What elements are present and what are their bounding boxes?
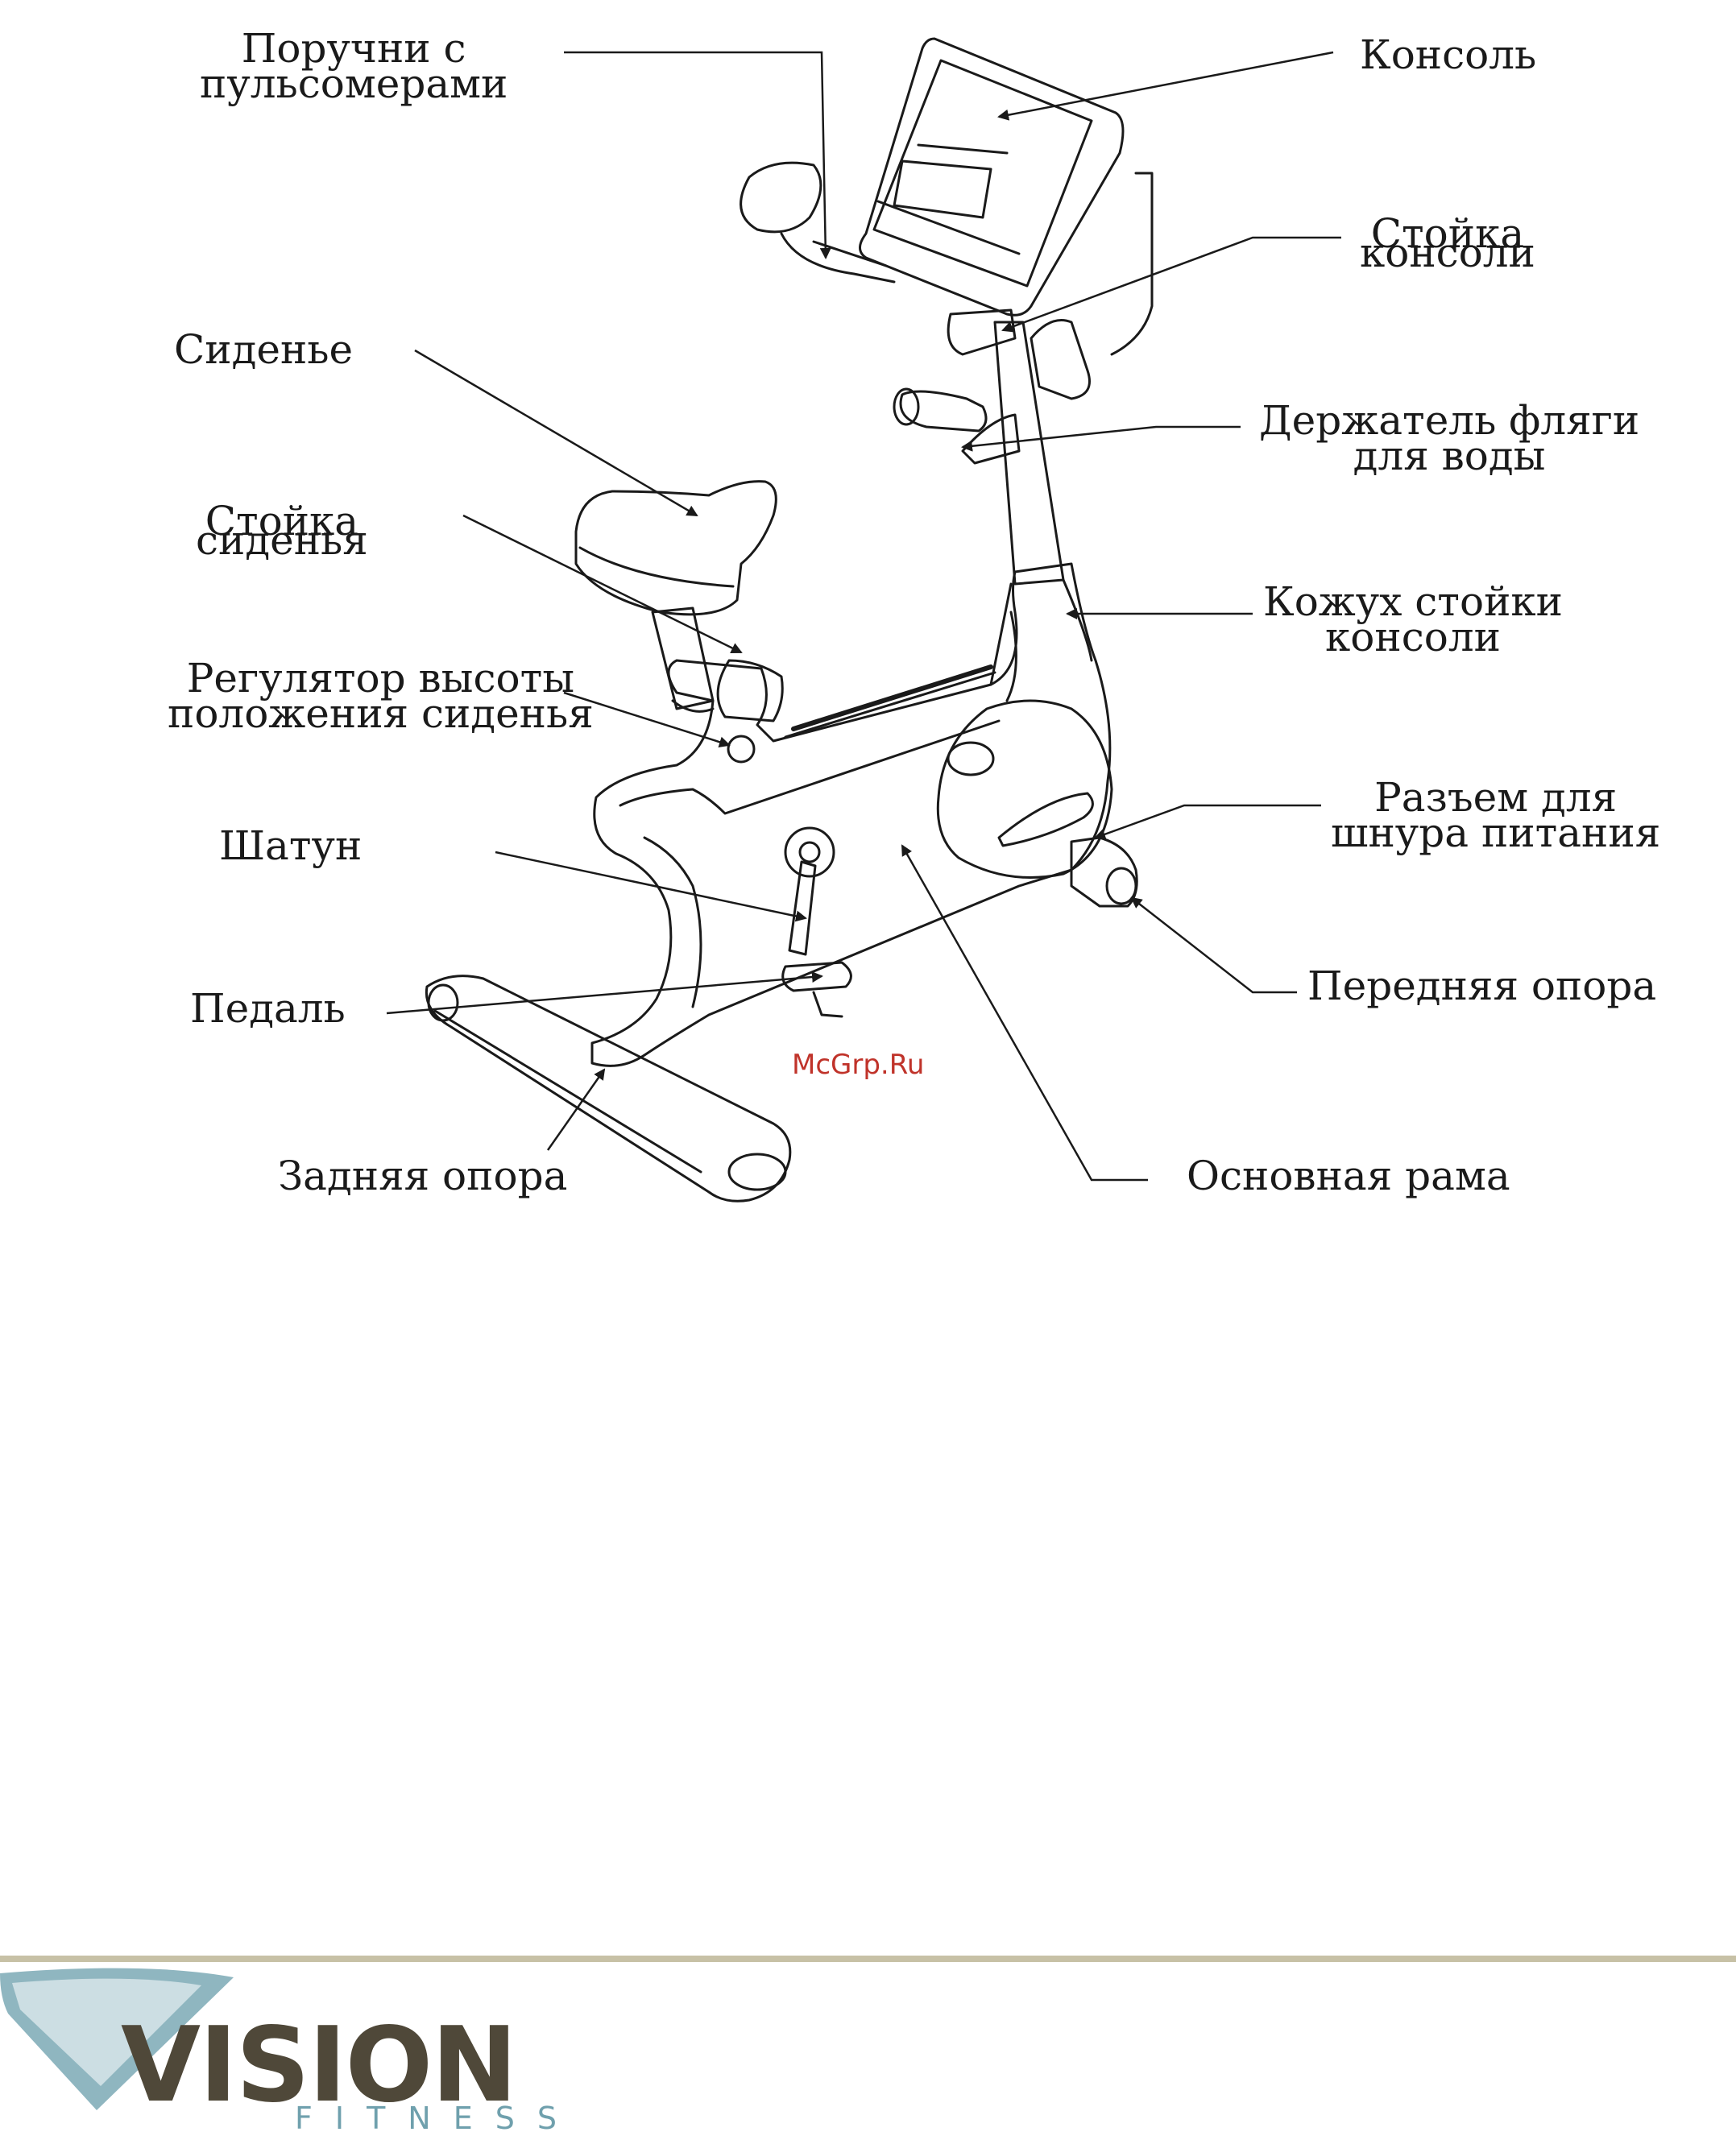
label-console: Консоль xyxy=(1360,37,1536,72)
leader-main-frame xyxy=(902,846,1148,1180)
label-main-frame-text: Основная рама xyxy=(1187,1158,1510,1194)
label-seat-adjuster: Регулятор высоты положения сиденья xyxy=(168,660,594,731)
label-seat-adjuster-line2: положения сиденья xyxy=(168,696,594,731)
label-seat-text: Сиденье xyxy=(174,332,353,367)
label-main-frame: Основная рама xyxy=(1187,1158,1510,1194)
leader-rear-stabilizer xyxy=(548,1070,604,1150)
crank-disc xyxy=(785,828,834,876)
label-mast-shroud: Кожух стойки консоли xyxy=(1263,584,1563,655)
watermark: McGrp.Ru xyxy=(792,1049,924,1081)
label-crank-text: Шатун xyxy=(219,828,362,863)
brand-subtitle: FITNESS xyxy=(295,2101,579,2136)
label-seat-post-line2: сиденья xyxy=(196,523,368,558)
console-mast-shape xyxy=(995,322,1063,584)
label-pedal-text: Педаль xyxy=(190,991,346,1026)
handlebar-shape xyxy=(948,310,1015,354)
water-bottle-shape xyxy=(901,391,986,431)
label-rear-stabilizer: Задняя опора xyxy=(278,1158,567,1194)
leader-power-socket xyxy=(1096,805,1321,838)
label-power-socket: Разъем для шнура питания xyxy=(1331,780,1660,851)
label-power-socket-line2: шнура питания xyxy=(1331,815,1660,851)
footer-rule xyxy=(0,1956,1736,1962)
label-console-mast: Стойка консоли xyxy=(1360,216,1535,271)
leader-crank xyxy=(495,852,806,918)
leader-front-stabilizer xyxy=(1132,898,1297,992)
label-pedal: Педаль xyxy=(190,991,346,1026)
leader-console-mast xyxy=(1003,238,1341,330)
label-seat: Сиденье xyxy=(174,332,353,367)
leader-seat xyxy=(415,350,697,515)
seat-shape xyxy=(576,482,776,615)
front-stabilizer-shape xyxy=(1071,838,1137,906)
label-handrails: Поручни с пульсомерами xyxy=(200,31,508,101)
label-seat-post: Стойка сиденья xyxy=(196,503,368,558)
label-rear-stabilizer-text: Задняя опора xyxy=(278,1158,567,1194)
leader-handrails xyxy=(564,52,826,258)
label-crank: Шатун xyxy=(219,828,362,863)
label-front-stabilizer: Передняя опора xyxy=(1307,968,1656,1004)
label-handrails-line2: пульсомерами xyxy=(200,66,508,101)
label-front-stabilizer-text: Передняя опора xyxy=(1307,968,1656,1004)
label-bottle-holder: Держатель фляги для воды xyxy=(1259,403,1639,474)
label-console-text: Консоль xyxy=(1360,37,1536,72)
label-console-mast-line2: консоли xyxy=(1360,235,1535,271)
